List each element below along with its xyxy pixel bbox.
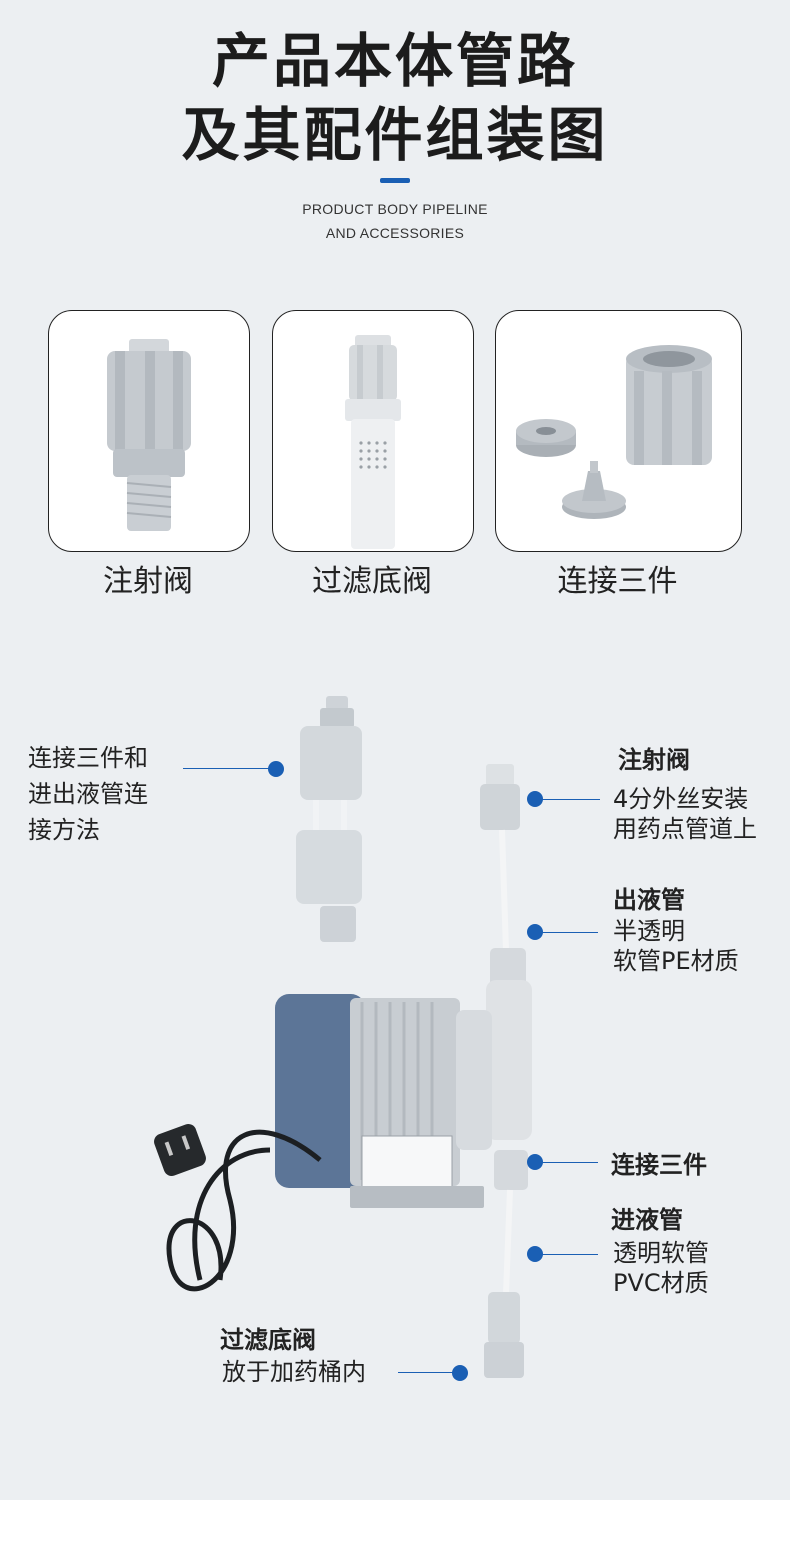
injection-valve-leader-line bbox=[540, 799, 600, 800]
inlet-pipe-marker bbox=[527, 1246, 543, 1262]
filter-valve-marker bbox=[452, 1365, 468, 1381]
inlet-pipe-title: 进液管 bbox=[611, 1206, 683, 1234]
connector-title: 连接三件 bbox=[611, 1151, 707, 1179]
connector-method-leader-line bbox=[183, 768, 275, 769]
connector-set-image bbox=[516, 345, 712, 519]
title-accent-bar bbox=[380, 178, 410, 183]
injection-valve-card bbox=[48, 310, 250, 552]
filter-valve-description: 放于加药桶内 bbox=[222, 1358, 366, 1386]
filter-valve-card bbox=[272, 310, 474, 552]
filter-valve-title: 过滤底阀 bbox=[220, 1326, 316, 1354]
filter-valve-leader-line bbox=[398, 1372, 460, 1373]
page-title-line2: 及其配件组装图 bbox=[181, 101, 609, 169]
injection-valve-title: 注射阀 bbox=[618, 746, 690, 774]
injection-valve-caption: 注射阀 bbox=[103, 564, 193, 599]
filter-valve-caption: 过滤底阀 bbox=[312, 564, 432, 599]
page-title-line1: 产品本体管路 bbox=[211, 27, 578, 95]
connector-method-label: 连接三件和 进出液管连 接方法 bbox=[28, 744, 148, 844]
injection-valve-description: 4分外丝安装 用药点管道上 bbox=[613, 785, 757, 843]
inlet-pipe-leader-line bbox=[540, 1254, 598, 1255]
outlet-pipe-leader-line bbox=[540, 932, 598, 933]
outlet-pipe-title: 出液管 bbox=[613, 886, 685, 914]
connector-method-marker bbox=[268, 761, 284, 777]
connector-marker bbox=[527, 1154, 543, 1170]
page-background bbox=[0, 0, 790, 1500]
connector-set-caption: 连接三件 bbox=[557, 564, 678, 599]
inlet-pipe-description: 透明软管 PVC材质 bbox=[613, 1239, 709, 1297]
connector-leader-line bbox=[540, 1162, 598, 1163]
outlet-pipe-marker bbox=[527, 924, 543, 940]
assembly-diagram bbox=[154, 696, 532, 1378]
page-subtitle-line2: AND ACCESSORIES bbox=[325, 225, 465, 241]
connector-set-card bbox=[495, 310, 742, 552]
outlet-pipe-description: 半透明 软管PE材质 bbox=[613, 917, 739, 975]
injection-valve-marker bbox=[527, 791, 543, 807]
page-subtitle-line1: PRODUCT BODY PIPELINE bbox=[302, 201, 488, 217]
filter-valve-image bbox=[345, 335, 401, 549]
injection-valve-image bbox=[107, 339, 191, 531]
